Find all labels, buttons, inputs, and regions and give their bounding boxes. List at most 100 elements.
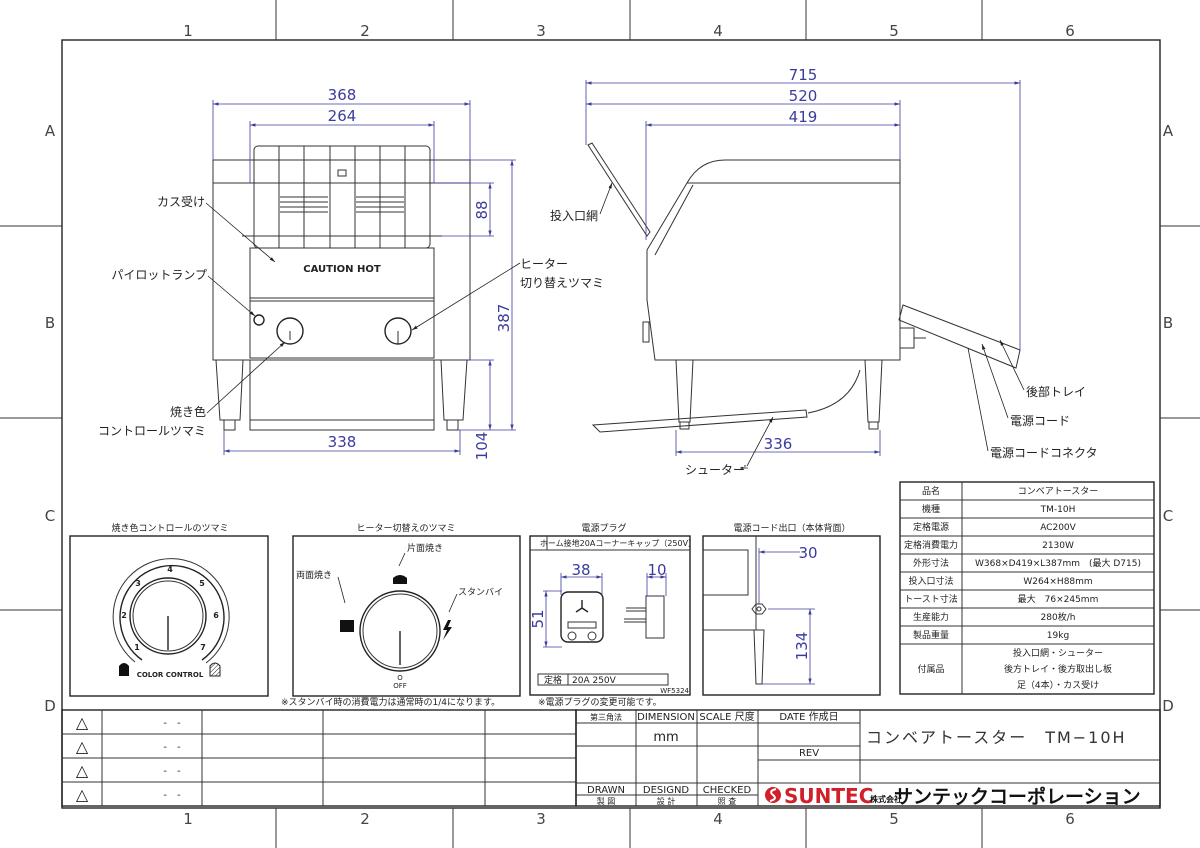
label-chute: シューター xyxy=(685,463,745,477)
label-pilot-lamp: パイロットランプ xyxy=(111,268,207,282)
grid-col-6: 6 xyxy=(1065,22,1075,40)
grid-col-6-bottom: 6 xyxy=(1065,810,1075,828)
dim-side-leg-span: 336 xyxy=(764,435,793,453)
dark-toast-icon xyxy=(119,663,129,676)
grid-col-2: 2 xyxy=(360,22,370,40)
heater-knob-panel-title: ヒーター切替えのツマミ xyxy=(356,522,455,534)
label-color-knob-line2: コントロールツマミ xyxy=(98,424,206,438)
grid-col-2-bottom: 2 xyxy=(360,810,370,828)
color-level-2: 2 xyxy=(121,611,127,620)
revision-block: △ △ △ △ - - - - - - - - xyxy=(61,709,577,807)
company-name: サンテックコーポレーション xyxy=(894,785,1141,808)
spec-label: 外形寸法 xyxy=(913,557,949,569)
drawn-jp-label: 製 図 xyxy=(597,796,616,806)
spec-label-accessories: 付属品 xyxy=(917,664,944,675)
unit-value: mm xyxy=(653,730,678,745)
label-rear-tray: 後部トレイ xyxy=(1026,384,1086,399)
dim-inlet-width: 264 xyxy=(328,107,357,125)
color-knob-panel: 焼き色コントロールのツマミ 1 2 3 4 5 6 7 COLOR CONTRO… xyxy=(69,522,269,697)
off-label: OFF xyxy=(393,682,407,690)
grid-row-b-right: B xyxy=(1163,314,1173,332)
cord-panel-title: 電源コード出口（本体背面） xyxy=(733,522,850,534)
dim-inlet-height: 88 xyxy=(473,200,491,219)
one-side-toast-icon xyxy=(393,575,407,584)
designed-jp-label: 設 計 xyxy=(657,796,676,806)
dim-leg-height: 104 xyxy=(473,432,491,461)
dim-plug-depth: 10 xyxy=(647,561,666,579)
dim-height: 387 xyxy=(495,304,513,333)
spec-label: 生産能力 xyxy=(913,611,949,623)
dim-body-depth: 419 xyxy=(789,108,818,126)
projection-label: 第三角法 xyxy=(590,712,622,722)
light-toast-icon xyxy=(209,662,221,677)
heater-knob-panel: ヒーター切替えのツマミ 片面焼き 両面焼き スタンバイ O OFF ※スタンバイ… xyxy=(281,522,521,708)
dim-cord-height: 134 xyxy=(793,632,811,661)
spec-label: 定格電源 xyxy=(913,521,949,533)
title-block: 第三角法 DIMENSION SCALE 尺度 DATE 作成日 mm REV … xyxy=(575,709,1161,808)
side-view: 715 520 419 336 投入口網 シューター 後部トレイ 電源コード 電… xyxy=(550,66,1098,477)
revision-triangle-icon: △ xyxy=(76,785,89,804)
grid-col-3: 3 xyxy=(536,22,546,40)
spec-accessory: 足（4本）・カス受け xyxy=(1017,679,1099,691)
grid-row-a: A xyxy=(45,122,56,140)
drawn-label: DRAWN xyxy=(587,785,625,796)
label-heater-knob-line2: 切り替えツマミ xyxy=(520,276,604,290)
revision-value: - - xyxy=(163,718,181,729)
drawing-title: コンベアトースター TM−10H xyxy=(866,728,1127,747)
plug-panel-title: 電源プラグ xyxy=(581,522,626,534)
revision-value: - - xyxy=(163,742,181,753)
heater-switch-knob-icon xyxy=(384,317,412,345)
pilot-lamp-icon xyxy=(253,314,265,326)
plug-face-icon xyxy=(560,591,604,643)
plug-rating-label: 定格 xyxy=(544,674,562,686)
grid-col-1-bottom: 1 xyxy=(183,810,193,828)
label-inlet-net: 投入口網 xyxy=(550,208,598,223)
spec-value: 280枚/h xyxy=(1041,611,1076,623)
spec-accessory: 後方トレイ・後方取出し板 xyxy=(1004,663,1112,675)
date-label: DATE 作成日 xyxy=(779,711,838,723)
spec-value: AC200V xyxy=(1040,523,1076,533)
spec-label: 製品重量 xyxy=(913,629,949,641)
spec-value: コンベアトースター xyxy=(1018,486,1099,497)
plug-rating: 20A 250V xyxy=(572,676,617,686)
grid-row-a-right: A xyxy=(1163,122,1174,140)
plug-side-icon xyxy=(624,595,665,639)
dim-overall-width: 368 xyxy=(328,86,357,104)
spec-value: W368×D419×L387mm (最大 D715) xyxy=(975,557,1141,569)
spec-label: 機種 xyxy=(922,503,940,515)
color-level-7: 7 xyxy=(200,643,206,652)
spec-label: 投入口寸法 xyxy=(908,575,953,587)
dim-leg-span: 338 xyxy=(328,433,357,451)
plug-note: ※電源プラグの変更可能です。 xyxy=(538,696,662,708)
designed-label: DESIGND xyxy=(643,785,690,796)
label-standby: スタンバイ xyxy=(458,587,503,598)
label-both-sides: 両面焼き xyxy=(296,570,332,581)
caution-hot-label: CAUTION HOT xyxy=(303,264,381,275)
grid-col-4-bottom: 4 xyxy=(713,810,723,828)
grid-col-4: 4 xyxy=(713,22,723,40)
label-cord-connector: 電源コードコネクタ xyxy=(990,446,1098,460)
label-heater-knob-line1: ヒーター xyxy=(520,257,568,271)
standby-lightning-icon xyxy=(443,620,452,640)
dimension-label: DIMENSION xyxy=(637,712,695,723)
color-control-caption: COLOR CONTROL xyxy=(137,671,204,679)
grid-row-c-right: C xyxy=(1163,507,1173,525)
both-sides-toast-icon xyxy=(340,620,354,632)
spec-label: 品名 xyxy=(922,485,940,497)
grid-labels: 1 2 3 4 5 6 1 2 3 4 5 6 A B C D A B C D xyxy=(44,22,1174,828)
color-control-knob-icon xyxy=(276,317,304,345)
revision-triangle-icon: △ xyxy=(76,737,89,756)
company-prefix: 株式会社 xyxy=(870,794,902,804)
grid-col-1: 1 xyxy=(183,22,193,40)
spec-label: 定格消費電力 xyxy=(904,539,958,551)
checked-label: CHECKED xyxy=(703,785,752,796)
dim-plug-height: 51 xyxy=(529,609,547,628)
grid-row-c: C xyxy=(45,507,55,525)
color-level-1: 1 xyxy=(134,643,140,652)
spec-table: 品名 コンベアトースター 機種 TM-10H 定格電源 AC200V 定格消費電… xyxy=(899,481,1155,695)
dim-max-depth: 715 xyxy=(789,66,818,84)
spec-label: トースト寸法 xyxy=(904,593,958,605)
label-power-cord: 電源コード xyxy=(1010,414,1070,428)
dim-depth-with-net: 520 xyxy=(789,87,818,105)
